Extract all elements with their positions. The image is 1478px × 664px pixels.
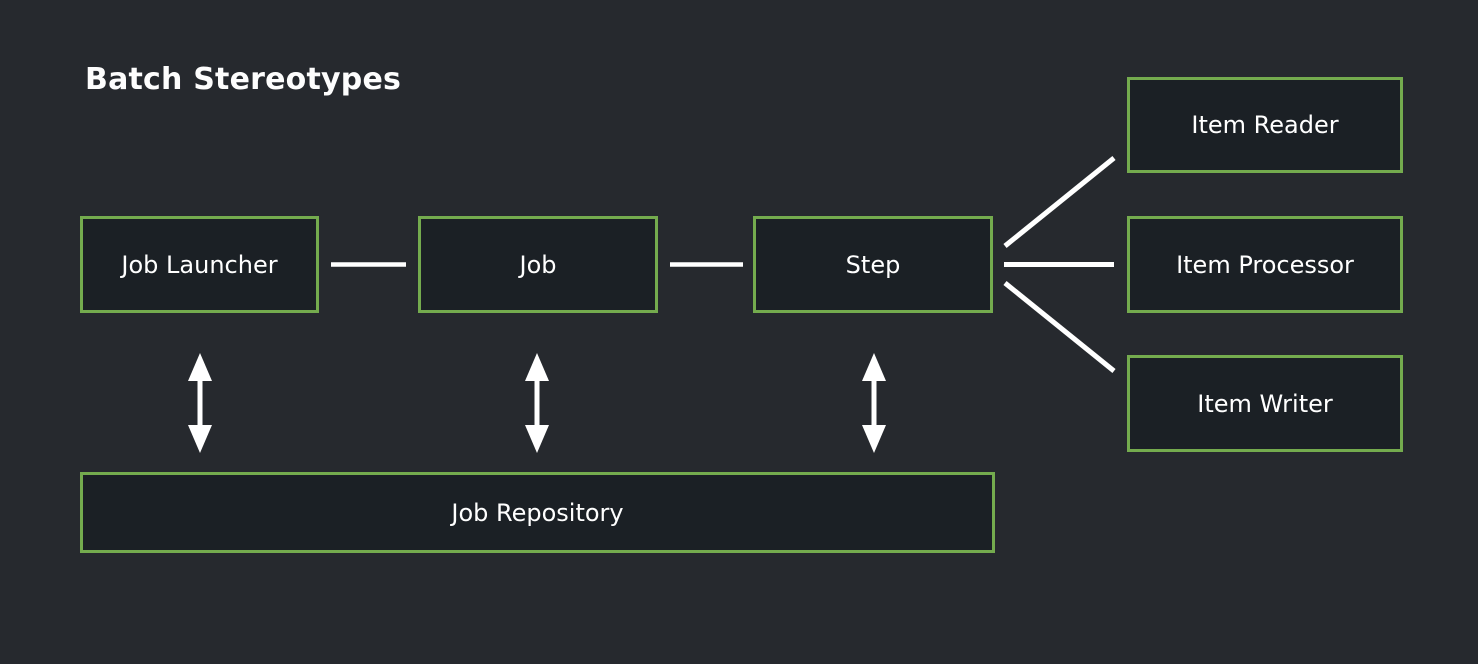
node-item-reader: Item Reader: [1127, 77, 1403, 173]
node-item-processor: Item Processor: [1127, 216, 1403, 313]
arrow-job-launcher-to-job-repository: [188, 353, 212, 453]
node-job-repository-label: Job Repository: [451, 498, 624, 527]
arrow-step-to-job-repository: [862, 353, 886, 453]
edge-step-to-item-reader: [1003, 156, 1116, 248]
node-item-processor-label: Item Processor: [1176, 250, 1354, 279]
node-job-launcher-label: Job Launcher: [121, 250, 278, 279]
node-step-label: Step: [845, 250, 901, 279]
diagram-title: Batch Stereotypes: [85, 62, 402, 97]
node-item-writer: Item Writer: [1127, 355, 1403, 452]
arrow-job-to-job-repository: [525, 353, 549, 453]
node-job: Job: [418, 216, 658, 313]
node-step: Step: [753, 216, 993, 313]
node-job-label: Job: [519, 250, 557, 279]
node-item-reader-label: Item Reader: [1191, 111, 1339, 139]
node-job-repository: Job Repository: [80, 472, 995, 553]
edge-step-to-item-writer: [1003, 281, 1116, 373]
node-item-writer-label: Item Writer: [1197, 389, 1333, 418]
node-job-launcher: Job Launcher: [80, 216, 319, 313]
